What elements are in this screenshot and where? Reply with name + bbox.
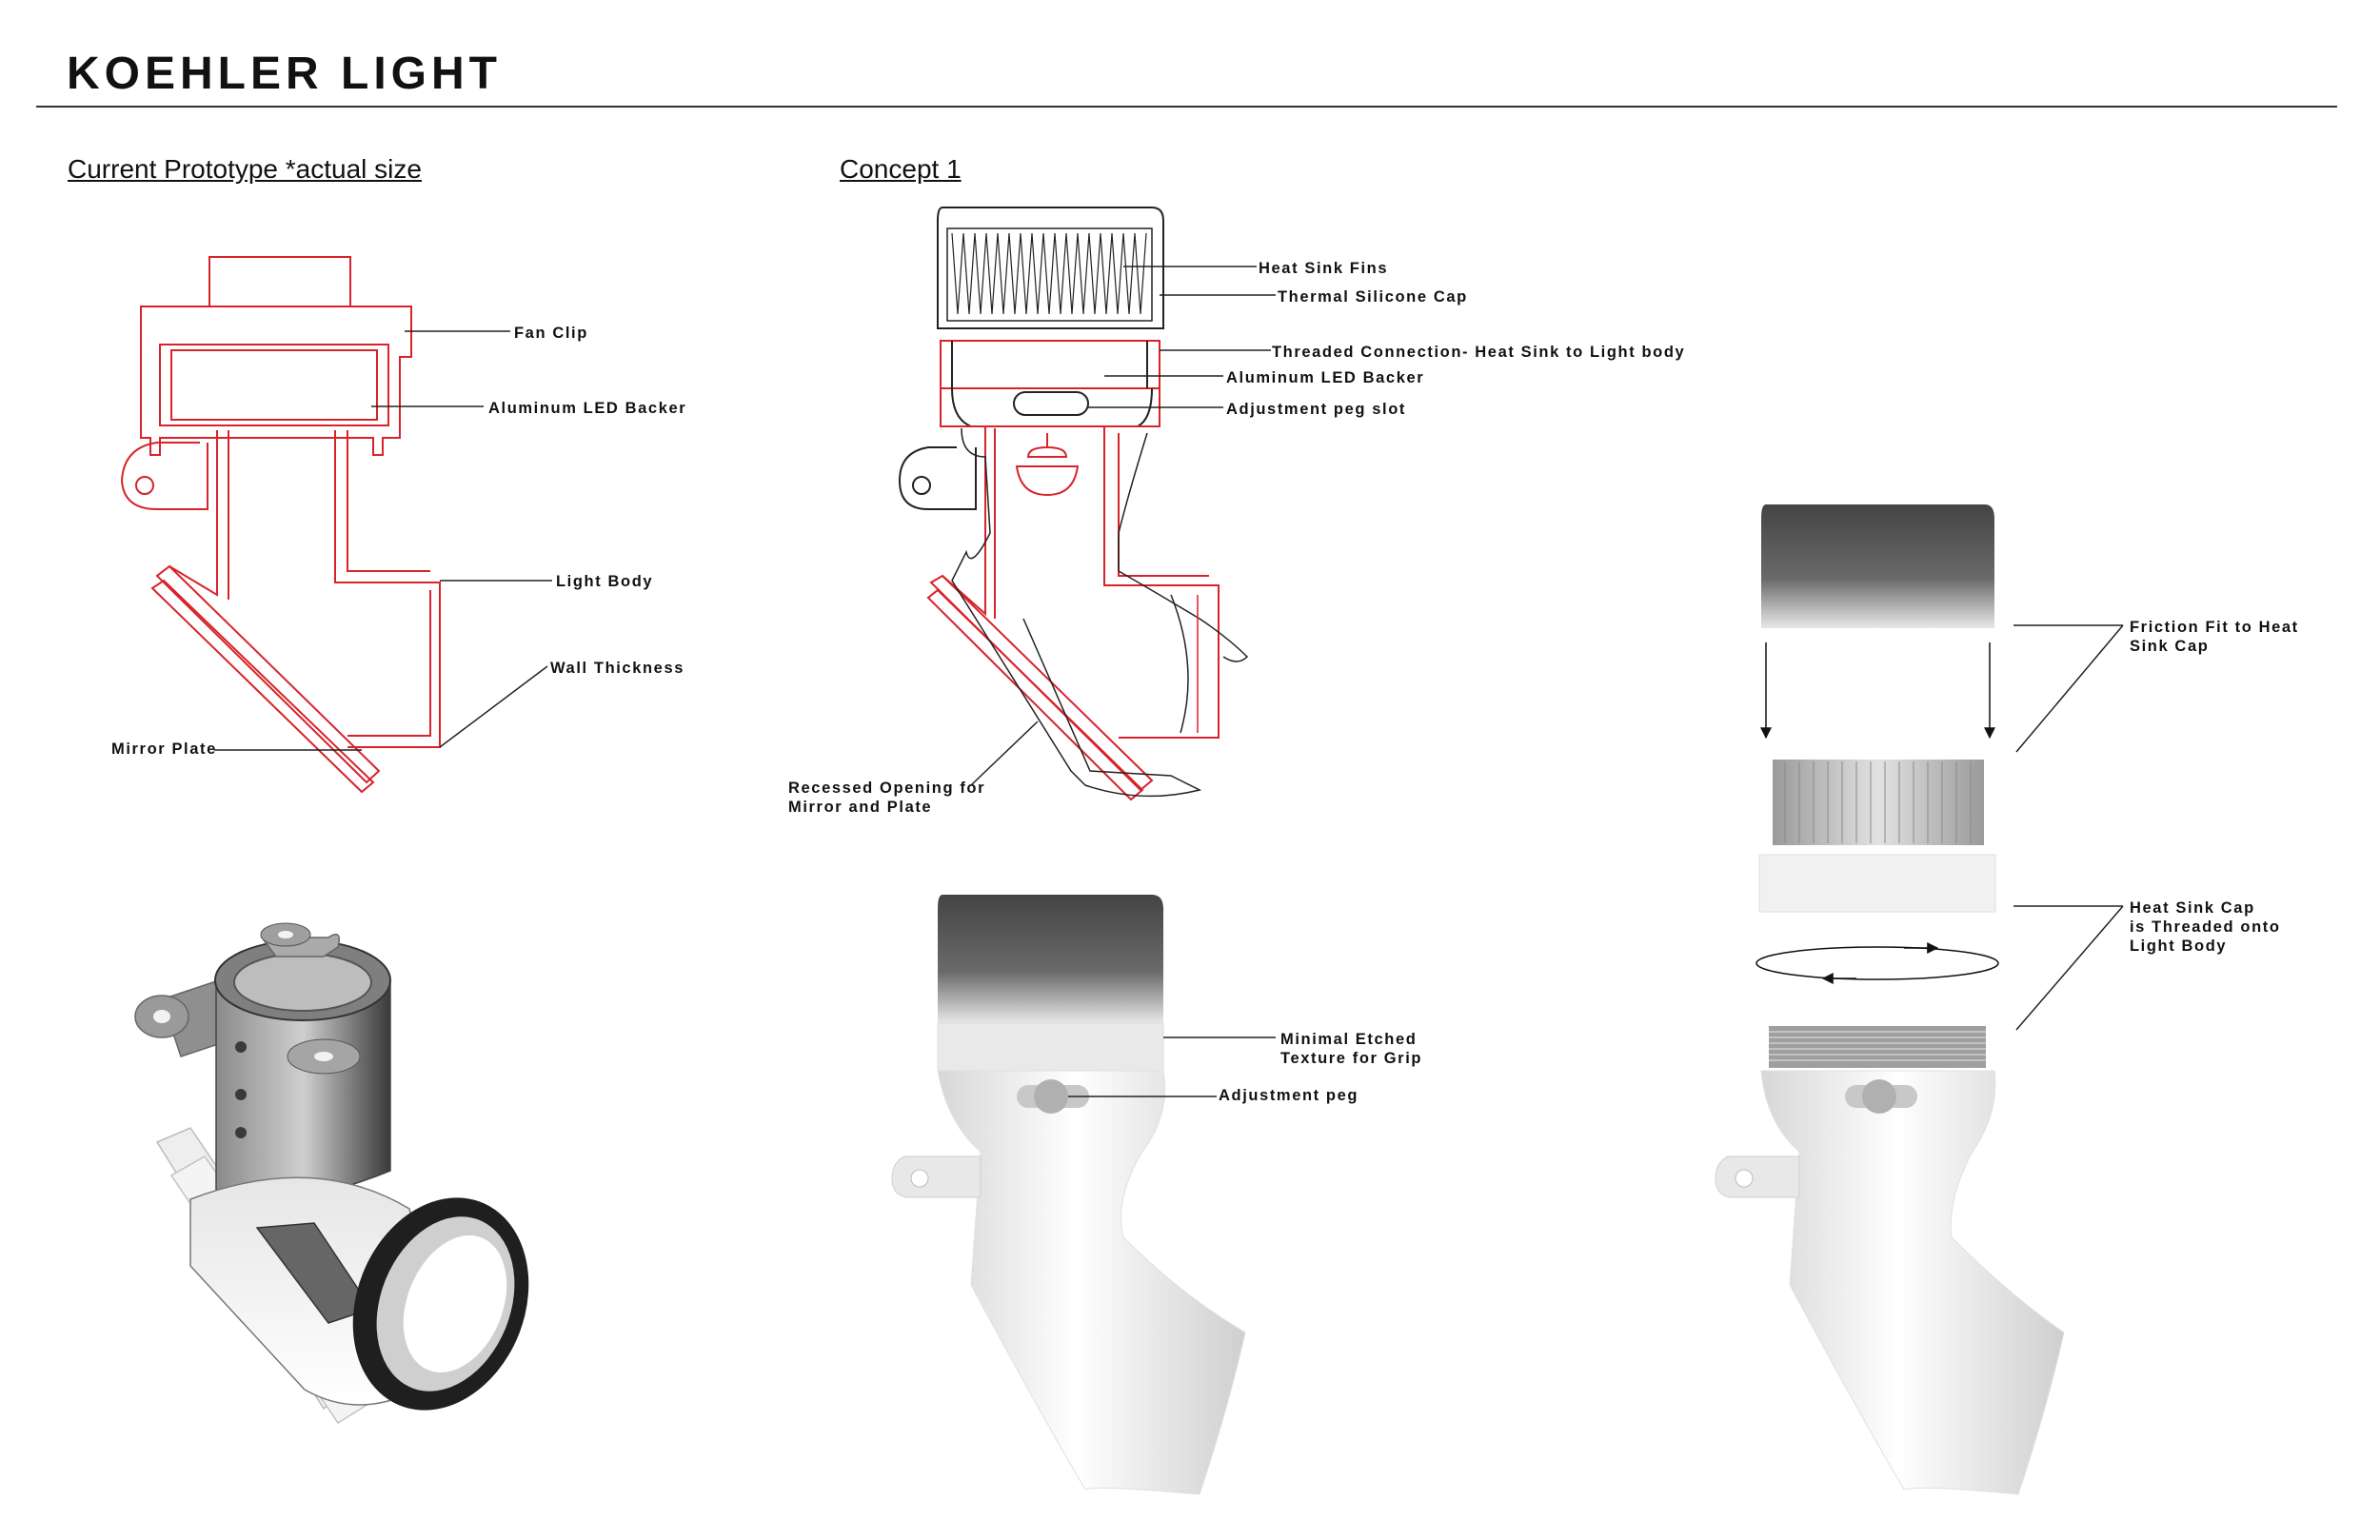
proto-body-right-inner [347, 430, 430, 572]
concept-heatsink-fin-pattern [951, 232, 1147, 315]
label-fan-clip: Fan Clip [514, 325, 588, 342]
proto-mount-hole [135, 476, 154, 495]
label-friction-fit-line2: Sink Cap [2130, 638, 2209, 655]
concept-labels: Heat Sink Fins Thermal Silicone Cap Thre… [788, 260, 1685, 816]
label-aluminum-led-backer-concept: Aluminum LED Backer [1226, 369, 1424, 386]
concept-body-right-red [1103, 426, 1220, 739]
proto-mirror-plate-back [150, 579, 375, 794]
label-mirror-plate: Mirror Plate [111, 740, 217, 758]
label-threaded-connection: Threaded Connection- Heat Sink to Light … [1272, 344, 1685, 361]
exploded-etched-band [1758, 854, 1996, 913]
exploded-thread [1769, 1026, 1986, 1068]
proto-fan-top-block [208, 256, 351, 307]
concept-body-left-red [942, 426, 996, 619]
concept-leader-lines [970, 266, 1276, 786]
concept-mirror-red [929, 574, 1154, 792]
proto-body-left-wall [169, 430, 218, 597]
proto-body-bottom-inner [347, 590, 431, 737]
concept-render-labels: Minimal Etched Texture for Grip Adjustme… [1219, 1031, 1422, 1104]
label-minimal-etched-line2: Texture for Grip [1280, 1050, 1422, 1067]
label-heat-sink-cap-line1: Heat Sink Cap [2130, 899, 2255, 917]
proto-led-backer-box [159, 344, 389, 426]
label-heat-sink-cap-line3: Light Body [2130, 938, 2227, 955]
proto-body-right-wall [334, 430, 441, 748]
concept-render-leaders [1068, 1037, 1276, 1097]
exploded-fins [1773, 760, 1984, 845]
prototype-labels: Fan Clip Aluminum LED Backer Light Body … [111, 325, 686, 758]
prototype-3d-render [134, 922, 529, 1425]
page-title: KOEHLER LIGHT [67, 49, 502, 99]
proto-led-backer-inner [170, 349, 378, 421]
concept-render-cap [938, 895, 1163, 1023]
concept-heatsink-cap-outline [937, 207, 1164, 329]
label-recessed-opening-line2: Mirror and Plate [788, 799, 932, 816]
label-thermal-silicone-cap: Thermal Silicone Cap [1278, 288, 1468, 306]
label-friction-fit-line1: Friction Fit to Heat [2130, 619, 2299, 636]
exploded-assembly [1715, 504, 2065, 1495]
concept-peg-slot [1013, 391, 1089, 416]
label-aluminum-led-backer-proto: Aluminum LED Backer [488, 400, 686, 417]
exploded-labels: Friction Fit to Heat Sink Cap Heat Sink … [2130, 619, 2299, 955]
proto-mount-tab [120, 442, 208, 510]
proto-fan-clip-outline [140, 306, 412, 456]
concept-render [891, 895, 1246, 1495]
label-light-body: Light Body [556, 573, 653, 590]
section-title-prototype: Current Prototype *actual size [68, 154, 422, 184]
exploded-body [1760, 1070, 2065, 1495]
section-title-concept: Concept 1 [840, 154, 962, 184]
label-wall-thickness: Wall Thickness [550, 660, 684, 677]
label-heat-sink-fins: Heat Sink Fins [1259, 260, 1388, 277]
concept-body-black-outline [951, 427, 1202, 798]
concept-led-backer-red [940, 340, 1160, 389]
concept-outline-drawing [898, 207, 1249, 801]
concept-render-grip-band [937, 1022, 1164, 1072]
proto-mirror-plate-outer [155, 564, 381, 784]
exploded-leaders [2013, 624, 2124, 1031]
title-divider [36, 106, 2337, 108]
label-recessed-opening-line1: Recessed Opening for [788, 780, 985, 797]
exploded-cap [1761, 504, 1994, 628]
prototype-leader-lines [214, 330, 552, 751]
label-minimal-etched-line1: Minimal Etched [1280, 1031, 1417, 1048]
label-heat-sink-cap-line2: is Threaded onto [2130, 918, 2281, 936]
prototype-outline-drawing [120, 256, 441, 794]
label-adjustment-peg-slot: Adjustment peg slot [1226, 401, 1406, 418]
label-adjustment-peg: Adjustment peg [1219, 1087, 1359, 1104]
